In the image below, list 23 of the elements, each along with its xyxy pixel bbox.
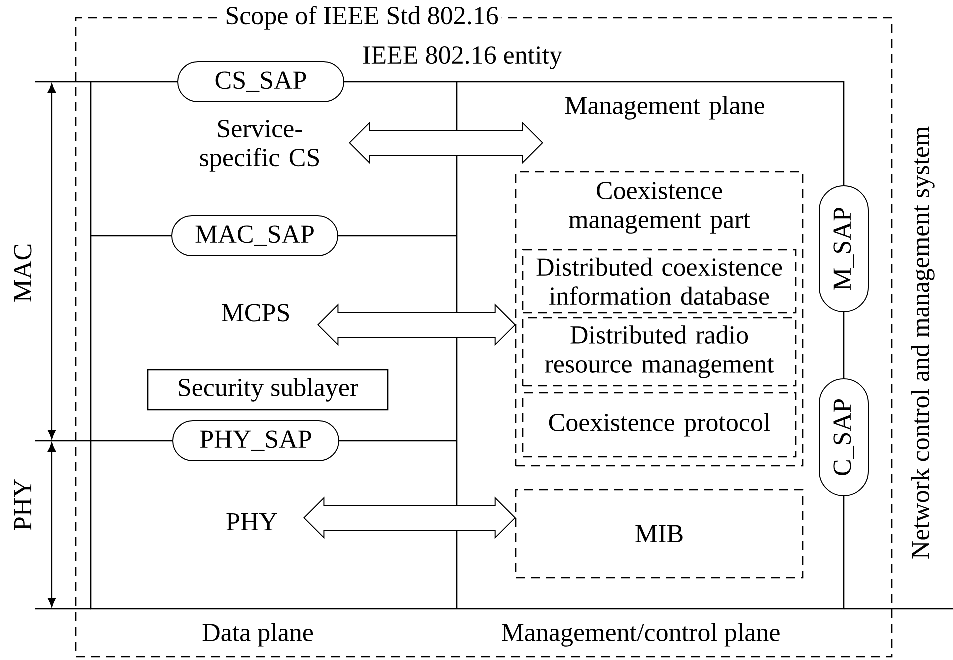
plane-label: Management/control plane [502,623,780,647]
double-arrow [349,122,544,164]
double-arrow [304,496,516,540]
region-label: Management plane [565,96,764,120]
plane-label: Data plane [202,623,314,647]
access-point-pill: MAC_SAP [172,216,338,256]
access-point-pill: CS_SAP [178,62,344,102]
access-point-pill: C_SAP [819,378,869,496]
layer-label: PHY [14,480,32,530]
node-label: IEEE 802.16 entity [363,46,562,70]
dashed-box: Distributed coexistence information database [522,249,797,314]
layer-label: MAC [14,244,32,302]
sublayer-box: Security sublayer [147,369,389,411]
region-label: Service-specific CS [200,120,320,172]
dashed-box: Distributed radio resource management [522,317,797,387]
system-label: Network control and management system [911,126,935,559]
region-label: MCPS [222,304,290,322]
dashed-box: MIB [515,489,804,579]
region-label: PHY [226,513,278,530]
double-arrow [318,304,516,346]
dashed-box: Coexistence protocol [522,392,797,458]
access-point-pill: M_SAP [819,186,869,312]
access-point-pill: PHY_SAP [172,420,340,462]
